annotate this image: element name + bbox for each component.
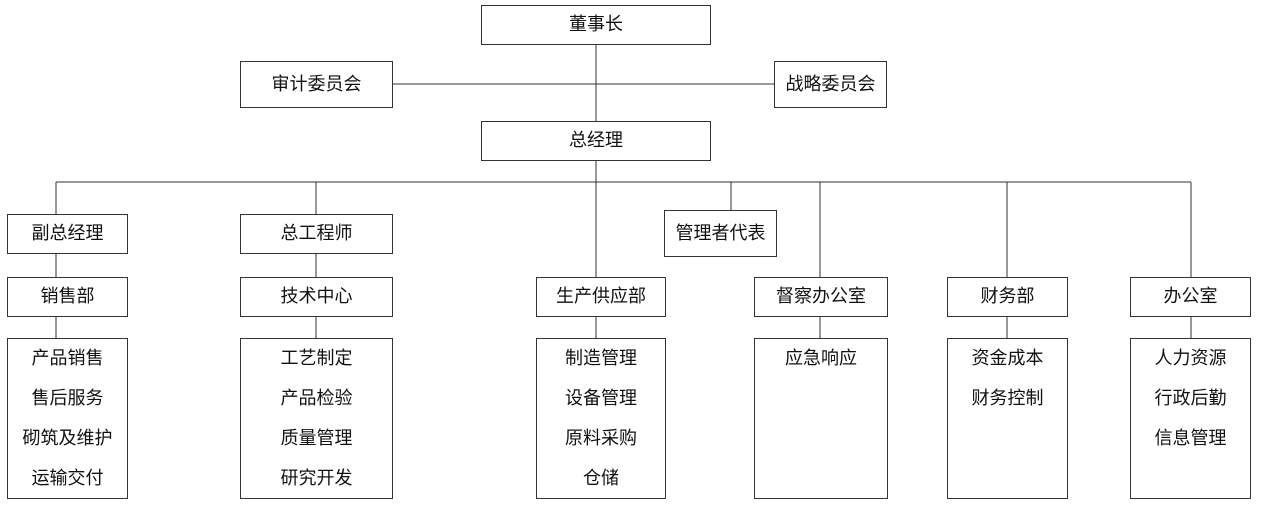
department-box-sales: 销售部	[7, 277, 128, 317]
duty-item: 砌筑及维护	[22, 428, 113, 449]
duty-list-office: 人力资源 行政后勤 信息管理	[1130, 338, 1251, 499]
chief-engineer-box: 总工程师	[240, 214, 393, 254]
duty-list-finance: 资金成本 财务控制	[947, 338, 1068, 499]
duty-item: 制造管理	[565, 348, 637, 369]
strategy-committee-label: 战略委员会	[785, 73, 876, 95]
duty-list-production-supply: 制造管理 设备管理 原料采购 仓储	[536, 338, 666, 499]
duty-item: 售后服务	[31, 388, 104, 409]
duty-list-supervision-office: 应急响应	[754, 338, 888, 499]
department-box-office: 办公室	[1130, 277, 1251, 317]
department-box-tech-center: 技术中心	[240, 277, 393, 317]
duty-list-tech-center: 工艺制定 产品检验 质量管理 研究开发	[240, 338, 393, 499]
audit-committee-box: 审计委员会	[240, 61, 393, 108]
department-label: 财务部	[980, 286, 1035, 307]
general-manager-box: 总经理	[481, 121, 711, 161]
department-box-production-supply: 生产供应部	[536, 277, 666, 317]
audit-committee-label: 审计委员会	[271, 73, 362, 95]
duty-item: 人力资源	[1154, 348, 1227, 369]
duty-item: 产品检验	[280, 388, 353, 409]
duty-item: 质量管理	[280, 428, 353, 449]
department-label: 督察办公室	[776, 286, 866, 307]
department-box-supervision-office: 督察办公室	[754, 277, 888, 317]
duty-item: 信息管理	[1154, 428, 1227, 449]
department-label: 技术中心	[280, 286, 353, 307]
duty-item: 设备管理	[565, 388, 637, 409]
duty-item: 资金成本	[971, 348, 1044, 369]
duty-item: 财务控制	[971, 388, 1044, 409]
vice-general-manager-label: 副总经理	[31, 223, 104, 244]
management-representative-label: 管理者代表	[675, 222, 766, 244]
management-representative-box: 管理者代表	[664, 210, 777, 257]
duty-item: 研究开发	[280, 468, 353, 489]
duty-item: 原料采购	[565, 428, 637, 449]
department-label: 办公室	[1163, 286, 1218, 307]
duty-item: 仓储	[583, 468, 619, 489]
duty-list-sales: 产品销售 售后服务 砌筑及维护 运输交付	[7, 338, 128, 499]
department-label: 生产供应部	[556, 286, 646, 307]
vice-general-manager-box: 副总经理	[7, 214, 128, 254]
chairman-label: 董事长	[569, 14, 623, 35]
duty-item: 工艺制定	[280, 348, 353, 369]
duty-item: 产品销售	[31, 348, 104, 369]
general-manager-label: 总经理	[569, 130, 623, 151]
duty-item: 运输交付	[31, 468, 104, 489]
strategy-committee-box: 战略委员会	[774, 61, 887, 108]
duty-item: 应急响应	[785, 348, 857, 369]
department-box-finance: 财务部	[947, 277, 1068, 317]
duty-item: 行政后勤	[1154, 388, 1227, 409]
chief-engineer-label: 总工程师	[280, 223, 353, 244]
chairman-box: 董事长	[481, 5, 711, 45]
department-label: 销售部	[40, 286, 95, 307]
